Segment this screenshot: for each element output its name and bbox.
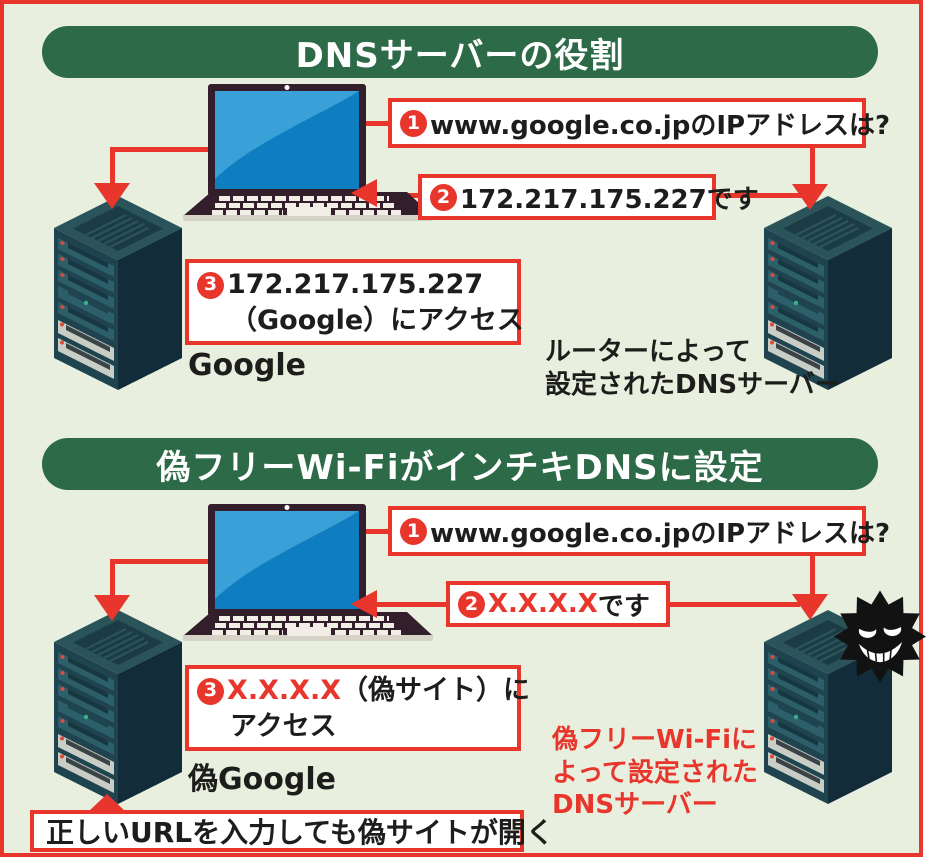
step2-callout-1: 2 172.217.175.227です: [418, 174, 759, 220]
fake-ip-text: X.X.X.X: [227, 675, 342, 706]
connector-step2-right: [716, 193, 804, 198]
step-number-icon: 1: [400, 517, 427, 545]
fake-ip-text: X.X.X.X: [488, 589, 598, 619]
arrow-line-laptop-to-google-down: [110, 147, 115, 183]
connector-step2b-right: [670, 602, 800, 607]
malware-virus-icon: [834, 587, 926, 687]
google-server-label: Google: [188, 348, 306, 383]
step1-text: www.google.co.jpのIPアドレスは?: [430, 518, 891, 549]
arrowhead-to-laptop: [351, 179, 377, 207]
fake-google-server-label: 偽Google: [188, 762, 336, 797]
step3-callout-1: 3 172.217.175.227 （Google）にアクセス: [185, 259, 524, 345]
arrow-line-laptop-to-fake-google: [110, 559, 212, 564]
section2-title: 偽フリーWi-FiがインチキDNSに設定: [156, 447, 764, 488]
step1-callout-1: 1 www.google.co.jpのIPアドレスは?: [388, 98, 890, 148]
connector-laptop-step1b: [363, 529, 388, 534]
step-number-icon: 1: [400, 109, 427, 137]
step-number-icon: 3: [197, 677, 224, 705]
connector-step1-to-fake-dns: [810, 556, 815, 594]
connector-step1-to-dns: [810, 148, 815, 184]
bottom-note-text: 正しいURLを入力しても偽サイトが開く: [46, 816, 554, 849]
step2-callout-2: 2 X.X.X.X です: [446, 581, 670, 627]
section1-title: DNSサーバーの役割: [295, 35, 625, 76]
step-number-icon: 2: [458, 590, 485, 618]
step1-text: www.google.co.jpのIPアドレスは?: [430, 110, 891, 141]
step2-suffix: です: [597, 591, 650, 622]
fake-dns-server-caption: 偽フリーWi-Fiに よって設定された DNSサーバー: [552, 725, 758, 820]
arrowhead-to-laptop-2: [351, 590, 377, 618]
bottom-note-box: 正しいURLを入力しても偽サイトが開く: [30, 810, 554, 852]
dns-server-caption: ルーターによって 設定されたDNSサーバー: [545, 337, 841, 400]
step3-line1: 3 172.217.175.227: [197, 267, 509, 303]
fake-google-server-illustration: [48, 604, 188, 809]
connector-step2b-left: [377, 602, 446, 607]
step2-text: 172.217.175.227です: [460, 184, 759, 215]
section1-banner: DNSサーバーの役割: [42, 26, 878, 78]
arrowhead-to-dns-server: [792, 184, 828, 210]
section2-banner: 偽フリーWi-FiがインチキDNSに設定: [42, 438, 878, 490]
arrowhead-to-google-server: [94, 183, 130, 209]
step-number-icon: 3: [197, 271, 224, 299]
step3-line1: 3 X.X.X.X （偽サイト）に: [197, 673, 530, 709]
arrowhead-to-fake-google-server: [94, 595, 130, 621]
step3-line2: （Google）にアクセス: [230, 305, 524, 337]
arrowhead-to-fake-dns-server: [792, 594, 828, 620]
step1-callout-2: 1 www.google.co.jpのIPアドレスは?: [388, 506, 890, 556]
google-server-illustration: [48, 190, 188, 395]
step-number-icon: 2: [430, 183, 457, 211]
connector-laptop-step1: [363, 121, 388, 126]
arrow-line-laptop-to-fake-google-down: [110, 559, 115, 595]
arrow-line-laptop-to-google: [110, 147, 212, 152]
arrowhead-note-to-server: [88, 794, 126, 812]
step3-callout-2: 3 X.X.X.X （偽サイト）に アクセス: [185, 665, 530, 751]
step3-line2: アクセス: [230, 711, 337, 743]
